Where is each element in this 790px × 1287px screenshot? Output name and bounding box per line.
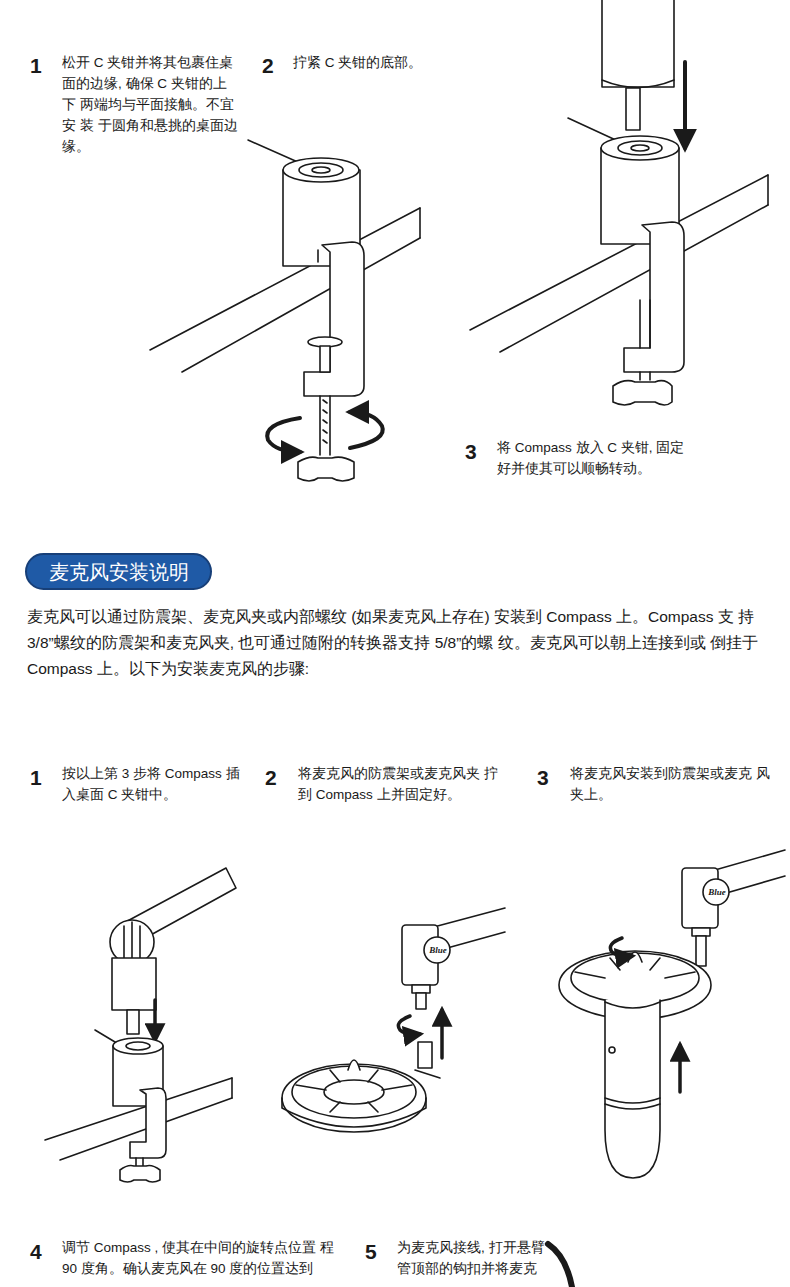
step-number: 1 — [30, 766, 54, 790]
step-text: 将 Compass 放入 C 夹钳, 固定好并使其可以顺畅转动。 — [497, 437, 687, 479]
step-number: 3 — [537, 766, 561, 790]
intro-paragraph: 麦克风可以通过防震架、麦克风夹或内部螺纹 (如果麦克风上存在) 安装到 Comp… — [27, 604, 775, 682]
mic-mount-figure — [559, 850, 785, 1178]
section-heading: 麦克风安装说明 — [25, 553, 212, 590]
clamp-figure — [150, 140, 420, 481]
step-text: 将麦克风的防震架或麦克风夹 拧到 Compass 上并固定好。 — [298, 763, 498, 805]
brand-logo: Blue — [704, 887, 730, 897]
step-number: 2 — [265, 766, 289, 790]
heading-text: 麦克风安装说明 — [49, 560, 189, 584]
step-text: 按以上第 3 步将 Compass 插入桌面 C 夹钳中。 — [62, 763, 247, 805]
step-number: 2 — [262, 54, 286, 78]
brand-logo: Blue — [425, 945, 451, 955]
pole-insert-figure — [470, 0, 768, 405]
shockmount-attach-figure — [282, 908, 505, 1132]
step-number: 4 — [30, 1240, 54, 1264]
step-text: 将麦克风安装到防震架或麦克 风夹上。 — [570, 763, 770, 805]
step-number: 3 — [465, 440, 489, 464]
cable-figure — [548, 1244, 572, 1287]
step-number: 5 — [365, 1240, 389, 1264]
step-number: 1 — [30, 54, 54, 78]
arm-into-clamp-figure — [45, 868, 236, 1182]
step-text: 调节 Compass , 使其在中间的旋转点位置 程 90 度角。确认麦克风在 … — [62, 1237, 334, 1279]
step-text: 松开 C 夹钳并将其包裹住桌 面的边缘, 确保 C 夹钳的上下 两端均与平面接触… — [62, 52, 240, 157]
step-text: 拧紧 C 夹钳的底部。 — [293, 52, 463, 73]
step-text: 为麦克风接线, 打开悬臂 管顶部的钩扣并将麦克 — [397, 1237, 547, 1279]
